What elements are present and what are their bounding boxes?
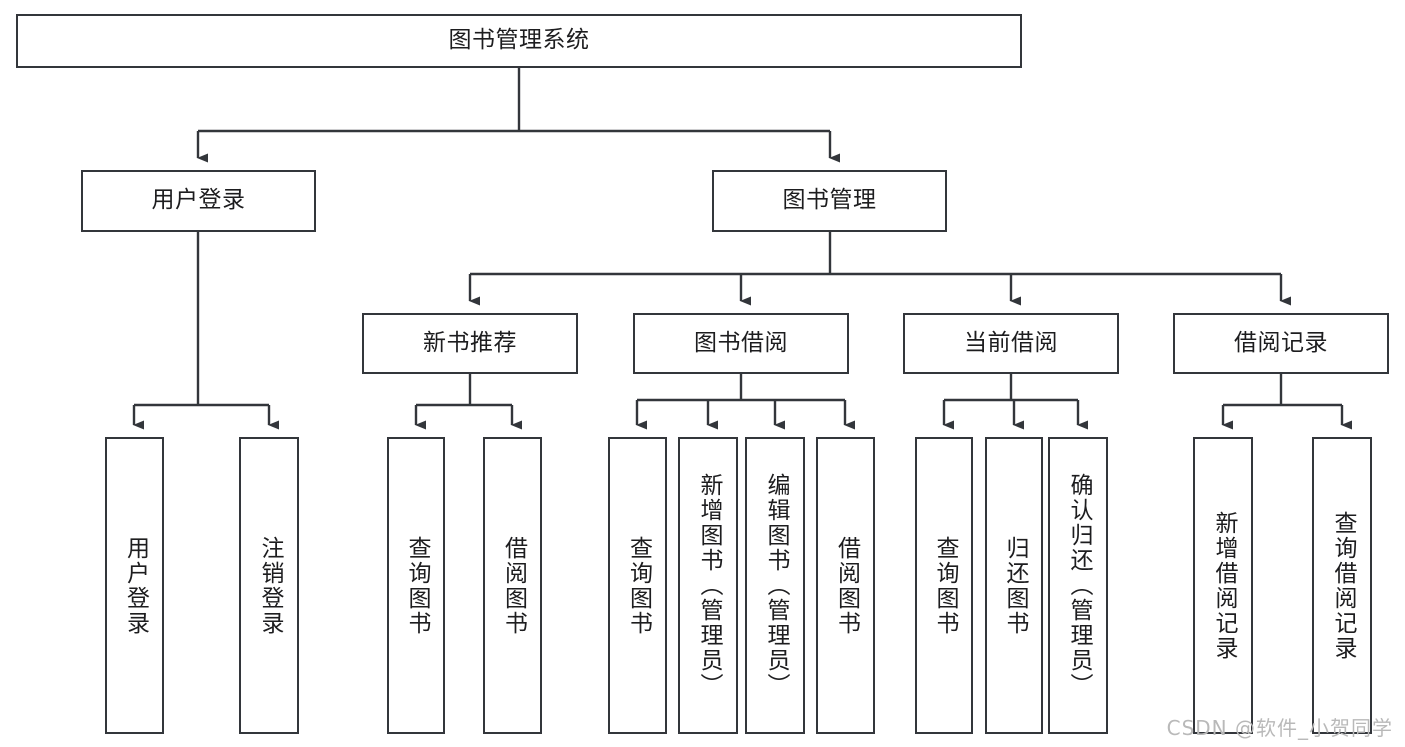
node-leaf-borrow-book-recommend[interactable]: 借阅图书 (483, 437, 542, 734)
node-book-management[interactable]: 图书管理 (712, 170, 947, 232)
node-leaf-query-book-recommend-label: 查询图书 (403, 535, 430, 636)
node-user-login[interactable]: 用户登录 (81, 170, 316, 232)
node-leaf-add-borrow-record-label: 新增借阅记录 (1210, 510, 1237, 661)
node-leaf-query-borrow-record[interactable]: 查询借阅记录 (1312, 437, 1372, 734)
node-root-label: 图书管理系统 (448, 27, 590, 54)
node-leaf-add-borrow-record[interactable]: 新增借阅记录 (1193, 437, 1253, 734)
node-leaf-confirm-return-admin[interactable]: 确认归还（管理员） (1048, 437, 1108, 734)
node-leaf-confirm-return-admin-label: 确认归还（管理员） (1065, 473, 1092, 698)
node-leaf-user-login[interactable]: 用户登录 (105, 437, 164, 734)
node-leaf-logout[interactable]: 注销登录 (239, 437, 299, 734)
node-book-management-label: 图书管理 (782, 187, 877, 214)
node-leaf-query-book-current-label: 查询图书 (931, 535, 958, 636)
node-leaf-return-book[interactable]: 归还图书 (985, 437, 1043, 734)
node-book-borrow[interactable]: 图书借阅 (633, 313, 849, 374)
node-leaf-borrow-book-label: 借阅图书 (833, 535, 860, 636)
node-leaf-logout-label: 注销登录 (256, 535, 283, 636)
node-leaf-return-book-label: 归还图书 (1001, 535, 1028, 636)
node-book-borrow-label: 图书借阅 (694, 329, 788, 356)
node-leaf-query-book-recommend[interactable]: 查询图书 (387, 437, 445, 734)
node-leaf-borrow-book[interactable]: 借阅图书 (816, 437, 875, 734)
node-leaf-query-borrow-record-label: 查询借阅记录 (1329, 510, 1356, 661)
node-leaf-query-book-borrow-label: 查询图书 (625, 535, 652, 636)
csdn-watermark: CSDN @软件_小贺同学 (1166, 716, 1393, 740)
node-leaf-edit-book-admin-label: 编辑图书（管理员） (762, 473, 789, 698)
node-leaf-user-login-label: 用户登录 (122, 535, 149, 636)
node-root[interactable]: 图书管理系统 (16, 14, 1022, 68)
node-current-borrow-label: 当前借阅 (964, 329, 1058, 356)
node-user-login-label: 用户登录 (151, 187, 246, 214)
node-borrow-record[interactable]: 借阅记录 (1173, 313, 1389, 374)
node-leaf-query-book-borrow[interactable]: 查询图书 (608, 437, 667, 734)
node-leaf-query-book-current[interactable]: 查询图书 (915, 437, 973, 734)
node-new-book-recommend[interactable]: 新书推荐 (362, 313, 578, 374)
node-leaf-edit-book-admin[interactable]: 编辑图书（管理员） (745, 437, 805, 734)
node-leaf-add-book-admin-label: 新增图书（管理员） (695, 473, 722, 698)
node-leaf-add-book-admin[interactable]: 新增图书（管理员） (678, 437, 738, 734)
node-current-borrow[interactable]: 当前借阅 (903, 313, 1119, 374)
node-new-book-recommend-label: 新书推荐 (423, 329, 517, 356)
node-borrow-record-label: 借阅记录 (1234, 329, 1328, 356)
node-leaf-borrow-book-recommend-label: 借阅图书 (500, 535, 527, 636)
